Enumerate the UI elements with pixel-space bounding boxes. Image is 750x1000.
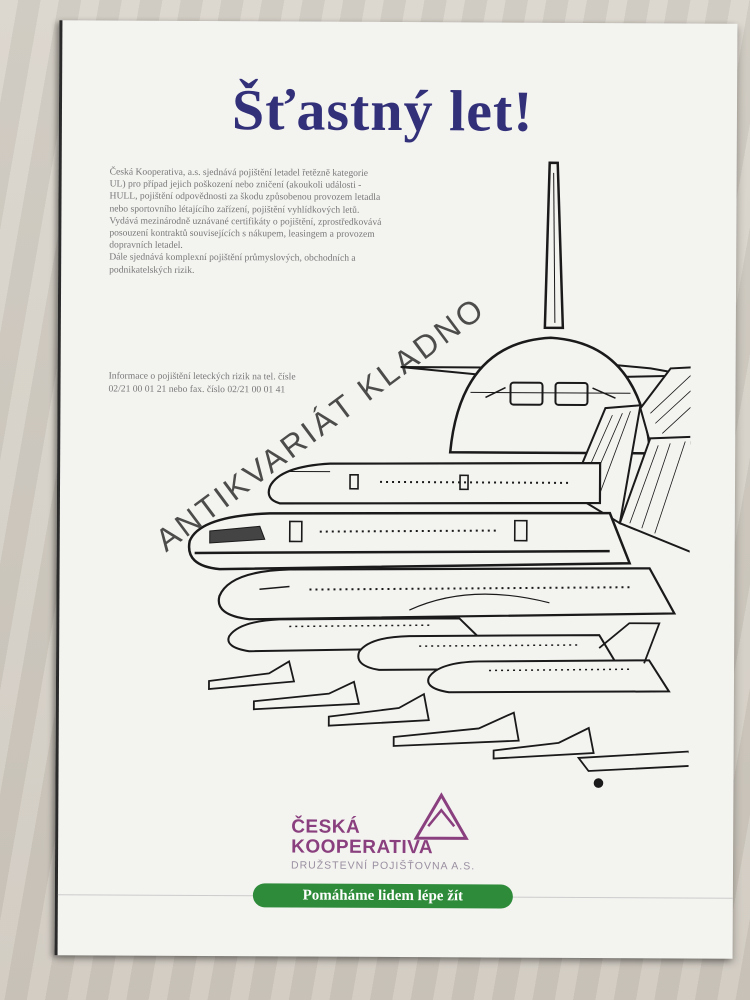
trainer-jet-5 — [492, 726, 595, 760]
trainer-jet-4 — [392, 711, 520, 747]
company-logo: ČESKÁ KOOPERATIVA DRUŽSTEVNÍ POJIŠŤOVNA … — [290, 816, 511, 873]
kooperativa-triangle-logo-icon — [413, 792, 469, 840]
slogan-badge: Pomáháme lidem lépe žít — [252, 883, 513, 909]
aircraft-illustration — [187, 161, 692, 788]
logo-line-2: KOOPERATIVA — [291, 836, 434, 859]
swept-tail-3 — [618, 434, 692, 555]
airliner-1 — [267, 461, 602, 505]
swept-tail-1 — [639, 364, 692, 445]
turboprop — [427, 659, 671, 694]
small-prop-plane — [576, 750, 692, 772]
airliner-3 — [217, 567, 677, 621]
trainer-jet-1 — [208, 660, 296, 691]
airliner-2 — [187, 511, 632, 571]
trainer-jet-2 — [252, 680, 360, 711]
brochure-page: Šťastný let! Česká Kooperativa, a.s. sje… — [54, 20, 738, 959]
trainer-jet-3 — [327, 692, 430, 727]
logo-line-1: ČESKÁ — [291, 816, 361, 838]
logo-subtitle: DRUŽSTEVNÍ POJIŠŤOVNA A.S. — [290, 859, 476, 873]
page-title: Šťastný let! — [231, 77, 534, 144]
